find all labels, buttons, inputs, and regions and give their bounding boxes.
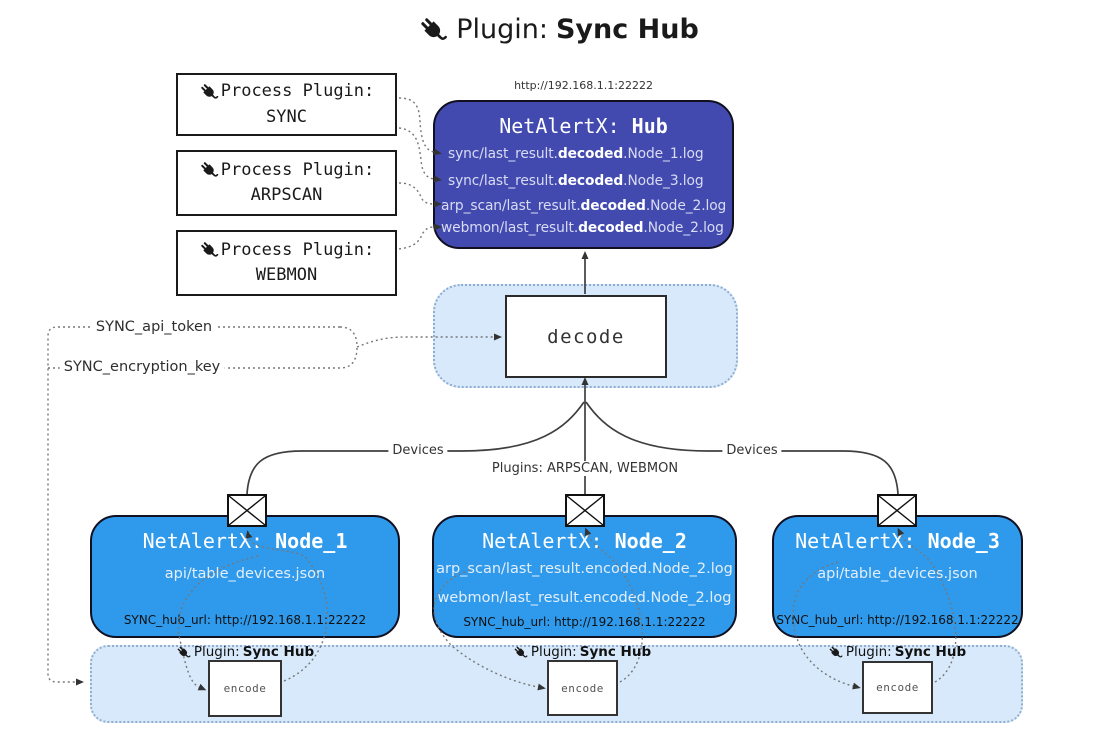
node-hub-url: SYNC_hub_url: http://192.168.1.1:22222 xyxy=(123,613,367,627)
decode-label: decode xyxy=(547,325,625,348)
decode-box: decode xyxy=(505,295,667,378)
hub-title-prefix: NetAlertX: xyxy=(499,114,620,138)
hub-box: NetAlertX: Hub sync/last_result.decoded.… xyxy=(433,100,734,249)
node-file-line: api/table_devices.json xyxy=(817,566,978,582)
node-file-line: arp_scan/last_result.encoded.Node_2.log xyxy=(436,561,733,577)
node-box-node-3: NetAlertX: Node_3 api/table_devices.json… xyxy=(772,515,1023,638)
hub-file-line: sync/last_result.decoded.Node_3.log xyxy=(448,173,704,189)
node-file-line: webmon/last_result.encoded.Node_2.log xyxy=(437,590,732,606)
process-plugin-label: Process Plugin: xyxy=(220,81,375,101)
node-hub-url: SYNC_hub_url: http://192.168.1.1:22222 xyxy=(463,615,706,629)
process-plugin-box-webmon: Process Plugin: WEBMON xyxy=(176,230,397,296)
hub-title: NetAlertX: Hub xyxy=(435,114,732,138)
node-title: NetAlertX: Node_2 xyxy=(482,529,687,553)
encode-box-2: encode xyxy=(547,660,618,716)
hub-file-line: webmon/last_result.decoded.Node_2.log xyxy=(441,220,724,236)
page-title-label: Plugin: xyxy=(456,14,548,45)
process-plugin-label: Process Plugin: xyxy=(220,239,375,260)
plug-icon xyxy=(199,82,219,102)
process-plugin-name: WEBMON xyxy=(255,265,318,285)
process-plugin-name: ARPSCAN xyxy=(250,185,323,205)
encode-label: encode xyxy=(561,681,604,695)
hub-url: http://192.168.1.1:22222 xyxy=(514,79,653,92)
hub-title-name: Hub xyxy=(631,114,668,138)
node-file-line: api/table_devices.json xyxy=(164,566,326,582)
process-plugin-box-sync: Process Plugin: SYNC xyxy=(176,73,397,136)
plug-icon xyxy=(199,240,219,260)
page-title: Plugin: Sync Hub xyxy=(0,14,1117,45)
plug-icon xyxy=(418,15,448,45)
node-title: NetAlertX: Node_1 xyxy=(142,529,348,553)
hub-file-line: sync/last_result.decoded.Node_1.log xyxy=(448,146,704,162)
process-plugin-label: Process Plugin: xyxy=(220,159,375,180)
plug-icon xyxy=(199,160,219,180)
hub-file-line: arp_scan/last_result.decoded.Node_2.log xyxy=(441,198,727,214)
node-hub-url: SYNC_hub_url: http://192.168.1.1:22222 xyxy=(776,613,1019,627)
process-plugin-box-arpscan: Process Plugin: ARPSCAN xyxy=(176,150,397,216)
encode-box-1: encode xyxy=(208,660,282,717)
node-box-node-1: NetAlertX: Node_1 api/table_devices.json… xyxy=(90,515,400,638)
encode-box-3: encode xyxy=(862,661,933,714)
encode-label: encode xyxy=(223,682,267,695)
node-box-node-2: NetAlertX: Node_2 arp_scan/last_result.e… xyxy=(432,515,737,638)
page-title-name: Sync Hub xyxy=(555,14,699,45)
encode-label: encode xyxy=(876,681,919,694)
node-title: NetAlertX: Node_3 xyxy=(795,529,1000,553)
process-plugin-name: SYNC xyxy=(266,106,307,127)
